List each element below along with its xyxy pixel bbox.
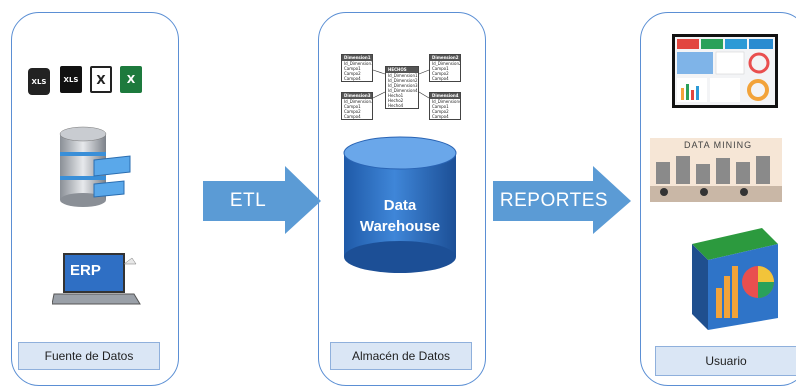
xls-dark-icon: XLS [60,66,82,93]
user-label: Usuario [655,346,796,376]
source-label: Fuente de Datos [18,342,160,370]
schema-connectors [372,69,430,99]
reports-arrow [493,166,631,234]
data-warehouse-title-line2: Warehouse [359,218,441,235]
xls-icon: XLS [28,68,50,95]
data-mining-icon [650,138,782,202]
schema-dimension1: Dimension1 Id_Dimension1 Campo1 Campo2 C… [341,54,373,82]
erp-label: ERP [70,262,101,279]
schema-fact-table: HECHOS Id_Dimension1 Id_Dimension2 Id_Di… [385,66,419,109]
excel-icon: X [120,66,142,93]
erp-laptop-icon [52,253,141,305]
warehouse-label: Almacén de Datos [330,342,472,370]
database-server-icon [59,126,131,207]
schema-dimension3: Dimension3 Id_Dimension3 Campo1 Campo2 C… [341,92,373,120]
etl-arrow-label: ETL [229,190,267,211]
reports-arrow-label: REPORTES [499,190,609,211]
data-warehouse-cylinder-icon [343,136,457,273]
analytics-chart-icon [692,228,778,330]
dashboard-icon [672,34,778,108]
schema-dimension2: Dimension2 Id_Dimension2 Campo1 Campo2 C… [429,54,461,82]
spreadsheet-x-icon: X [90,66,112,93]
data-warehouse-title-line1: Data [383,197,417,214]
etl-arrow [203,166,321,234]
schema-dimension4: Dimension4 Id_Dimension4 Campo1 Campo2 C… [429,92,461,120]
data-mining-label: DATA MINING [684,140,753,150]
